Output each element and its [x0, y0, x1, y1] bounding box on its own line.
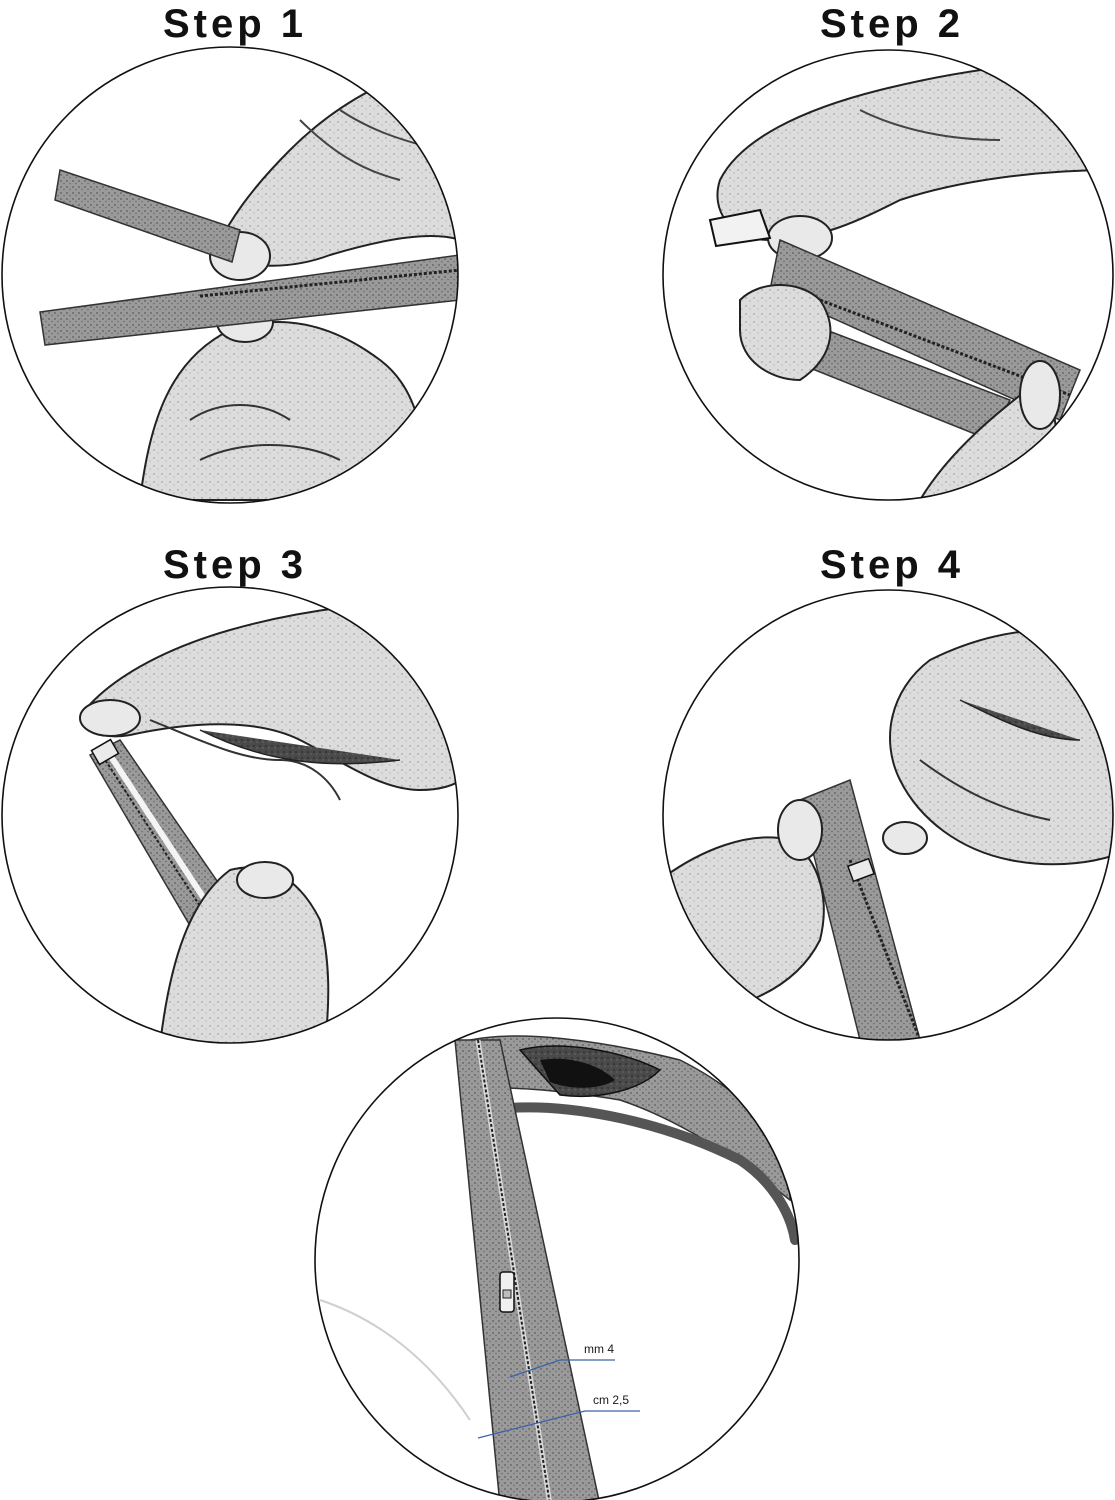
step-3-illustration — [1, 586, 459, 1044]
tape-width-leader — [477, 1410, 586, 1439]
step-4-illustration — [662, 589, 1114, 1041]
coil-width-label: mm 4 — [584, 1342, 614, 1356]
step-title-1: Step 1 — [163, 2, 308, 46]
step-1-illustration — [1, 46, 459, 504]
zipper-detail-illustration: mm 4 cm 2,5 — [314, 1017, 800, 1500]
tape-width-label: cm 2,5 — [593, 1393, 629, 1407]
step-title-2: Step 2 — [820, 2, 965, 46]
step-2-illustration — [662, 49, 1114, 501]
coil-width-leader — [509, 1359, 561, 1378]
step-title-3: Step 3 — [163, 543, 308, 587]
step-title-4: Step 4 — [820, 543, 965, 587]
